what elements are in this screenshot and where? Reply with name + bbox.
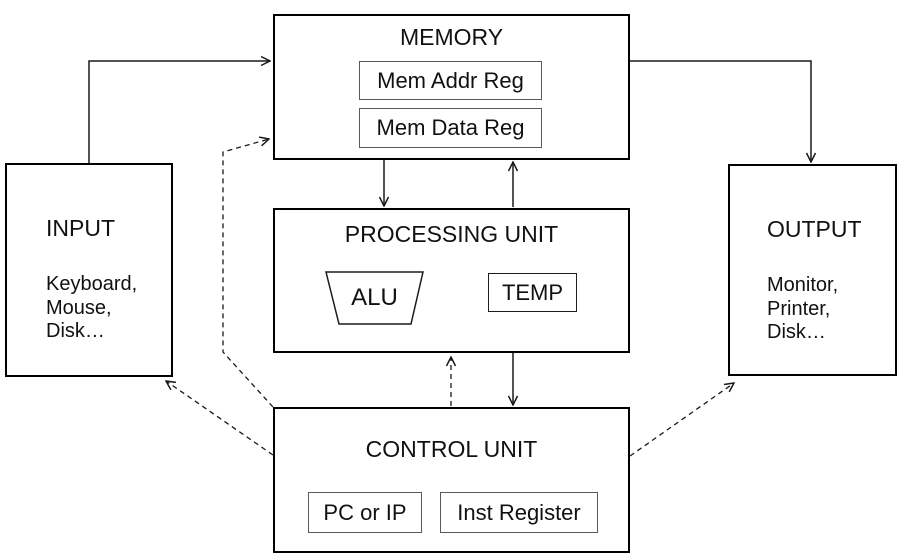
edge-control-to-output	[629, 383, 734, 457]
edge-memory-to-output	[630, 60, 811, 162]
input-box: INPUT Keyboard, Mouse, Disk…	[5, 163, 173, 377]
alu-label: ALU	[351, 284, 398, 311]
pc-box: PC or IP	[308, 492, 422, 533]
mem-data-reg-label: Mem Data Reg	[376, 115, 525, 140]
input-device-line: Mouse,	[46, 296, 112, 319]
pc-label: PC or IP	[323, 499, 407, 525]
output-device-line: Monitor,	[767, 274, 839, 296]
inst-register-box: Inst Register	[440, 492, 598, 533]
control-unit-title: CONTROL UNIT	[365, 436, 538, 462]
edge-input-to-memory	[88, 61, 270, 163]
mem-addr-reg-box: Mem Addr Reg	[359, 61, 542, 100]
edge-control-to-input	[166, 381, 274, 456]
inst-register-label: Inst Register	[457, 499, 581, 525]
memory-title: MEMORY	[399, 24, 504, 50]
mem-addr-reg-label: Mem Addr Reg	[377, 67, 524, 93]
input-device-line: Keyboard,	[46, 273, 138, 295]
input-device-line: Disk…	[46, 320, 105, 342]
processing-unit-title: PROCESSING UNIT	[344, 221, 559, 247]
input-title: INPUT	[46, 215, 115, 241]
temp-label: TEMP	[501, 279, 564, 305]
output-device-line: Printer,	[767, 297, 831, 320]
temp-box: TEMP	[488, 273, 577, 312]
mem-data-reg-box: Mem Data Reg	[359, 108, 542, 148]
output-box: OUTPUT Monitor, Printer, Disk…	[728, 164, 897, 376]
edge-control-to-memory	[222, 139, 274, 408]
output-device-line: Disk…	[767, 321, 826, 343]
output-title: OUTPUT	[767, 216, 862, 242]
